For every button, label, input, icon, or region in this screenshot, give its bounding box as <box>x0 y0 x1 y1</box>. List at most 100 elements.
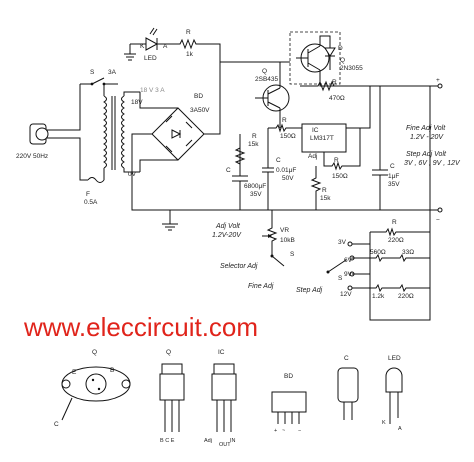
resistor-r8 <box>370 227 430 237</box>
mains-plug-icon <box>29 120 81 148</box>
website-text: www.eleccircuit.com <box>23 312 258 342</box>
q2-label: Q <box>262 68 267 75</box>
pk-led-label: LED <box>388 355 401 362</box>
pk-bd1-label: BD <box>284 373 293 380</box>
step-adj-title: Step Adj Volt <box>406 151 447 158</box>
capacitor-c2 <box>262 128 274 210</box>
wire-bridge-ac <box>139 92 178 172</box>
pk-plus-label: + <box>274 428 277 434</box>
pk-tilde-label: ~ <box>282 428 285 434</box>
pk-a-label: A <box>398 426 402 432</box>
pk-q2-label: Q <box>166 349 171 356</box>
r9-value: 560Ω <box>370 249 386 256</box>
c1-label: C <box>226 167 231 174</box>
resistor-r4 <box>323 128 361 171</box>
v6-label: 6V <box>344 257 353 264</box>
f1-value: 0.5A <box>84 199 98 206</box>
vr1-value: 10kB <box>280 237 295 244</box>
bd1-label: BD <box>194 93 203 100</box>
q2-transistor <box>255 84 290 112</box>
capacitor-c3 <box>372 86 388 210</box>
pk-k-label: K <box>382 420 386 426</box>
fine-adj-label: Fine Adj <box>248 283 274 290</box>
plus-label: + <box>436 77 440 84</box>
resistor-r6 <box>170 38 210 50</box>
r1-value: 15k <box>248 141 259 148</box>
pk-minus-label: − <box>298 428 301 434</box>
r4-label: R <box>334 157 339 164</box>
r12-value: 220Ω <box>398 293 414 300</box>
s1-label: S <box>90 69 95 76</box>
diode-d1 <box>324 40 336 70</box>
selector-adj-label: Selector Adj <box>220 263 258 270</box>
r6-label: R <box>186 29 191 36</box>
wire-output-rail <box>319 70 440 87</box>
r5-label: R <box>322 187 327 194</box>
r2-value: 150Ω <box>280 133 296 140</box>
c3-label: C <box>390 163 395 170</box>
s2-label: S <box>290 251 295 258</box>
r4-value: 150Ω <box>332 173 348 180</box>
v12-label: 12V <box>340 291 352 298</box>
pk-b-label: B <box>110 367 114 374</box>
q1-box <box>289 31 341 85</box>
d1-label: D <box>338 45 343 52</box>
fuse-f1 <box>87 177 105 183</box>
q1-label: Q <box>340 57 345 64</box>
potentiometer-vr1 <box>262 210 278 252</box>
pk-out-label: OUT <box>219 442 231 448</box>
wire-ic1 <box>298 86 371 129</box>
switch-s1 <box>80 77 118 86</box>
sec-18v: 18V <box>131 99 143 106</box>
wire-ladder-taps <box>352 243 370 289</box>
pk-bce-label: B C E <box>160 438 175 444</box>
led-k-label: K <box>140 43 145 50</box>
f1-label: F <box>86 191 90 198</box>
c1-value: 6800μF <box>244 183 266 190</box>
step-adj-values: 3V , 6V , 9V , 12V <box>404 160 461 167</box>
resistor-r12 <box>394 283 430 293</box>
ic1-adj: Adj <box>308 153 317 160</box>
led-a-label: A <box>163 43 168 50</box>
pk-adj-pins-label: Adj <box>204 438 212 444</box>
r10-value: 33Ω <box>402 249 414 256</box>
c3-value: 1μF <box>388 173 399 180</box>
resistor-r10 <box>392 253 430 263</box>
pk-c-label: C <box>344 355 349 362</box>
resistor-r9 <box>370 253 392 263</box>
step-adj-label: Step Adj <box>296 287 323 294</box>
s3-label: S <box>338 275 343 282</box>
resistor-r1 <box>234 147 246 165</box>
pk-c-leader <box>61 397 73 421</box>
adj-range-label: 1.2V-20V <box>212 232 242 239</box>
q1-part: 2N3055 <box>340 65 363 72</box>
ground-main <box>162 210 178 231</box>
ac-label: 220V 50Hz <box>16 153 48 160</box>
c1-volt: 35V <box>250 191 262 198</box>
r3-value: 470Ω <box>329 95 345 102</box>
r8-label: R <box>392 219 397 226</box>
c2-label: C <box>276 157 281 164</box>
transformer <box>103 84 140 180</box>
q1-transistor <box>296 43 330 73</box>
capacitor-c1 <box>232 134 248 210</box>
r3-label: R <box>332 79 337 86</box>
led-package <box>385 367 403 424</box>
bd1-package <box>271 391 307 424</box>
q2-part: 2SB435 <box>255 76 279 83</box>
wire-q1-col <box>319 35 331 46</box>
resistor-r11 <box>370 283 394 293</box>
vr1-label: VR <box>280 227 289 234</box>
r1-label: R <box>252 133 257 140</box>
pk-c-pin-label: C <box>54 421 59 428</box>
ic1-label: IC <box>312 127 319 134</box>
resistor-r3 <box>300 80 350 92</box>
terminal-plus <box>437 83 443 89</box>
ic1-part: LM317T <box>310 135 334 142</box>
capacitor-package <box>337 367 359 420</box>
q1-package-to3 <box>61 366 131 402</box>
wire-mains <box>79 84 88 181</box>
v3-label: 3V <box>338 239 347 246</box>
pk-ic1-label: IC <box>218 349 225 356</box>
